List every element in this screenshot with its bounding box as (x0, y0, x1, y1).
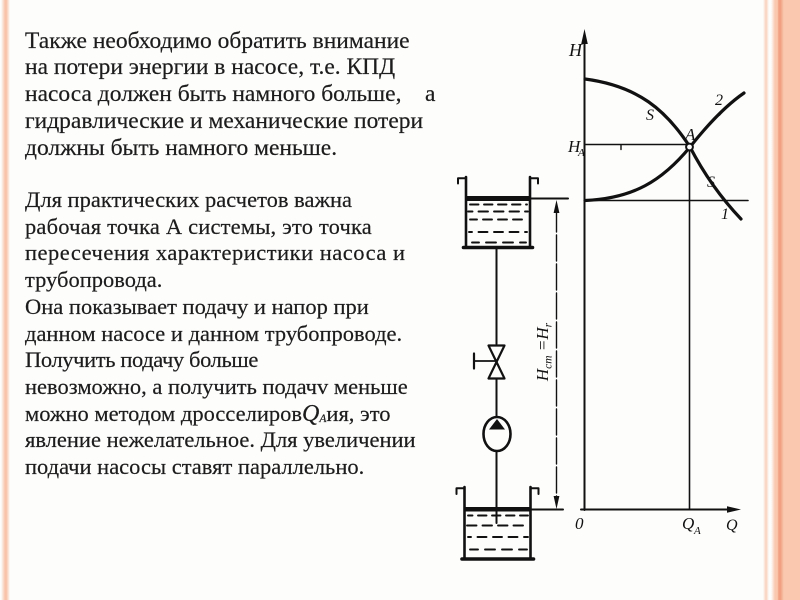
svg-text:Q: Q (682, 514, 694, 533)
svg-text:Q: Q (726, 517, 738, 534)
svg-text:Hcm =Hr: Hcm =Hr (533, 322, 555, 382)
svg-text:A: A (684, 125, 696, 144)
svg-text:S: S (707, 174, 715, 191)
svg-text:2: 2 (715, 92, 723, 109)
svg-text:S: S (646, 107, 654, 124)
svg-text:A: A (577, 147, 585, 159)
svg-text:H: H (568, 40, 583, 60)
svg-text:1: 1 (721, 206, 729, 223)
svg-text:H: H (567, 137, 582, 156)
svg-text:0: 0 (575, 514, 584, 533)
svg-text:A: A (693, 525, 701, 537)
